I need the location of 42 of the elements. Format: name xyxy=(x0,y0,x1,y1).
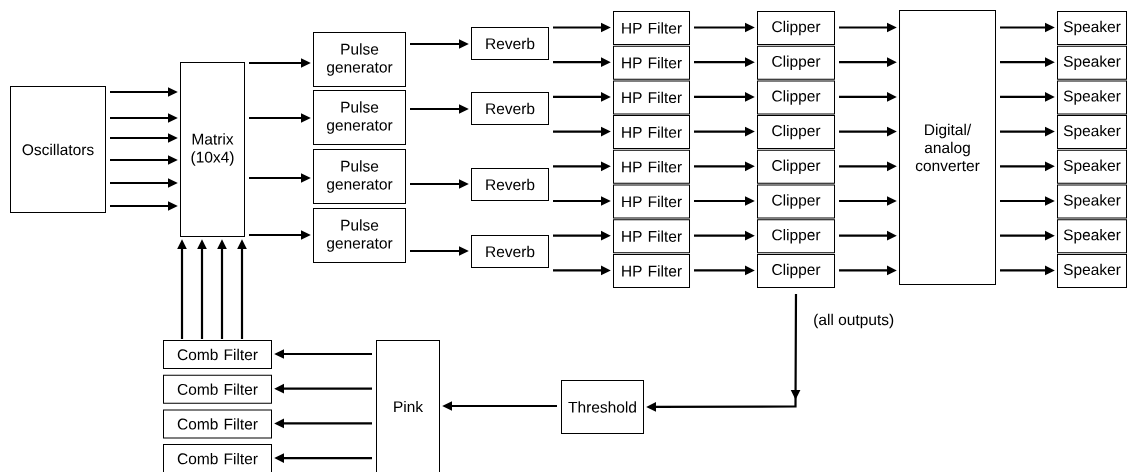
edge-label: (all outputs) xyxy=(812,312,896,330)
process-box: HP Filter xyxy=(613,219,690,254)
process-box: Speaker xyxy=(1057,115,1127,150)
process-box: Comb Filter xyxy=(163,444,272,472)
process-box: HP Filter xyxy=(613,80,690,115)
process-box: Clipper xyxy=(757,184,835,219)
process-box: Speaker xyxy=(1057,219,1127,254)
process-box: Comb Filter xyxy=(163,340,272,369)
process-box: Clipper xyxy=(757,11,835,45)
process-box: Speaker xyxy=(1057,184,1127,219)
process-box: HP Filter xyxy=(613,45,690,80)
process-box: Clipper xyxy=(757,45,835,80)
process-box: Speaker xyxy=(1057,45,1127,80)
process-box: Reverb xyxy=(471,92,549,125)
process-box: Pink xyxy=(376,340,440,472)
process-box: Pulse generator xyxy=(313,208,406,263)
process-box: Speaker xyxy=(1057,11,1127,45)
process-box: Reverb xyxy=(471,235,549,268)
process-box: Matrix (10x4) xyxy=(180,62,245,237)
process-box: HP Filter xyxy=(613,184,690,219)
process-box: Threshold xyxy=(561,380,644,434)
process-box: Clipper xyxy=(757,219,835,254)
process-box: HP Filter xyxy=(613,149,690,184)
process-box: HP Filter xyxy=(613,115,690,150)
process-box: Pulse generator xyxy=(313,149,406,204)
process-box: Clipper xyxy=(757,149,835,184)
process-box: Comb Filter xyxy=(163,374,272,404)
process-box: HP Filter xyxy=(613,253,690,288)
process-box: Speaker xyxy=(1057,149,1127,184)
process-box: Reverb xyxy=(471,27,549,60)
process-box: HP Filter xyxy=(613,11,690,45)
process-box: Speaker xyxy=(1057,253,1127,288)
process-box: Clipper xyxy=(757,253,835,288)
process-box: Pulse generator xyxy=(313,32,406,87)
process-box: Clipper xyxy=(757,115,835,150)
process-box: Speaker xyxy=(1057,80,1127,115)
process-box: Clipper xyxy=(757,80,835,115)
process-box: Digital/ analog converter xyxy=(899,10,996,285)
process-box: Reverb xyxy=(471,168,549,201)
process-box: Comb Filter xyxy=(163,409,272,439)
process-box: Oscillators xyxy=(10,86,106,213)
process-box: Pulse generator xyxy=(313,90,406,145)
